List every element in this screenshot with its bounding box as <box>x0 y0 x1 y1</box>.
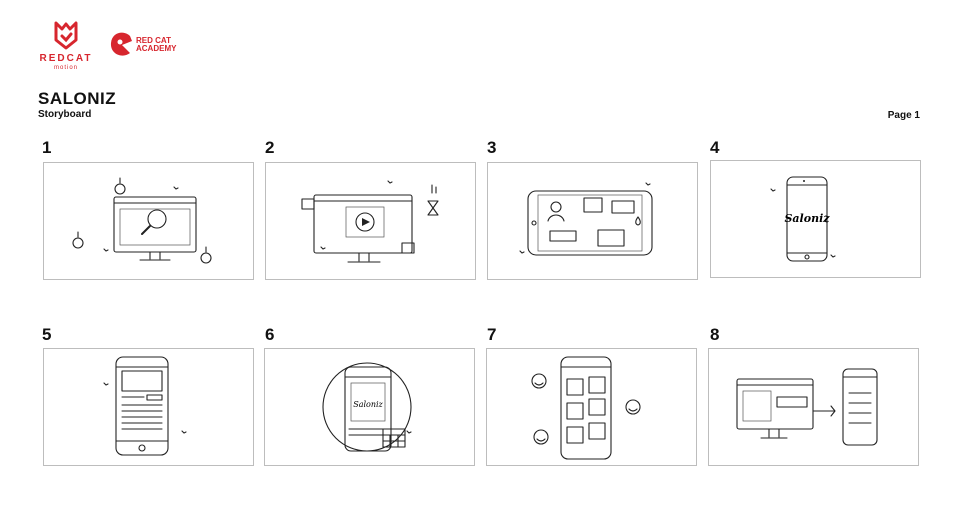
hourglass-icon <box>427 184 439 216</box>
panel-number-5: 5 <box>42 325 52 344</box>
storyboard-frame-8 <box>708 348 919 466</box>
image-placeholder <box>121 370 163 392</box>
panel-number-7: 7 <box>487 325 497 344</box>
page-number-label: Page 1 <box>887 110 920 121</box>
tablet-landscape-icon <box>527 190 653 256</box>
document-subtitle: Storyboard <box>38 109 92 120</box>
calendar-icon <box>382 428 406 448</box>
panel-number-1: 1 <box>42 138 52 157</box>
frame-5-sketch <box>103 356 187 456</box>
panel-number-6: 6 <box>265 325 275 344</box>
stopwatch-icon <box>72 177 212 264</box>
redcat-academy-logo: RED CAT ACADEMY <box>108 30 188 60</box>
smartphone-icon <box>560 356 612 460</box>
app-logo-text: Saloniz <box>353 400 383 409</box>
smartphone-icon <box>344 366 392 452</box>
redcat-brand-text: REDCAT <box>39 53 93 64</box>
app-logo-text: Saloniz <box>784 212 830 225</box>
drop-icon <box>635 216 641 226</box>
panel-number-4: 4 <box>710 138 720 157</box>
form-lines <box>348 428 386 436</box>
smartphone-icon <box>115 356 169 456</box>
frame-1-sketch <box>72 177 212 264</box>
calendar-card-icon <box>549 230 577 242</box>
storyboard-frame-2 <box>265 162 476 280</box>
storyboard-frame-4: Saloniz <box>710 160 921 278</box>
frame-7-sketch <box>531 356 641 460</box>
person-avatar-icon <box>547 201 565 222</box>
smartphone-icon <box>786 176 828 262</box>
form-lines <box>121 394 163 430</box>
storyboard-frame-6: Saloniz <box>264 348 475 466</box>
sparkle-icon <box>519 182 651 254</box>
storyboard-frame-7 <box>486 348 697 466</box>
panel-number-3: 3 <box>487 138 497 157</box>
sparkle-icon <box>320 180 393 250</box>
academy-line-2: ACADEMY <box>136 44 177 53</box>
redcat-motion-logo: REDCAT motion <box>38 20 94 74</box>
document-title: SALONIZ <box>38 89 117 108</box>
sparkle-icon <box>770 188 836 258</box>
frame-3-sketch <box>519 182 653 256</box>
calendar-icon <box>301 198 415 254</box>
monitor-card-icon <box>583 197 603 213</box>
panel-number-8: 8 <box>710 325 720 344</box>
desktop-monitor-icon <box>736 378 814 439</box>
desktop-monitor-icon <box>313 194 413 263</box>
frame-2-sketch <box>301 180 439 263</box>
gallery-grid <box>566 376 606 444</box>
smartphone-icon <box>842 368 878 446</box>
frame-4-sketch: Saloniz <box>770 176 836 262</box>
frame-8-sketch <box>736 368 878 446</box>
sparkle-icon <box>103 186 179 252</box>
play-button-icon <box>355 212 375 232</box>
text-card-icon <box>611 200 635 214</box>
redcat-cat-icon <box>54 21 78 50</box>
note-card-icon <box>597 229 625 247</box>
magnifier-icon <box>141 209 167 235</box>
storyboard-frame-1 <box>43 162 254 280</box>
panel-number-2: 2 <box>265 138 275 157</box>
storyboard-frame-3 <box>487 162 698 280</box>
storyboard-frame-5 <box>43 348 254 466</box>
sparkle-icon <box>406 430 412 434</box>
redcat-motion-text: motion <box>53 65 78 71</box>
sparkle-icon <box>103 382 187 434</box>
academy-line-1: RED CAT <box>136 36 171 45</box>
smiley-face-icon <box>531 373 641 445</box>
desktop-monitor-icon <box>113 196 197 261</box>
redcat-academy-icon <box>110 32 132 56</box>
frame-6-sketch: Saloniz <box>322 362 412 452</box>
arrow-icon <box>812 405 836 417</box>
